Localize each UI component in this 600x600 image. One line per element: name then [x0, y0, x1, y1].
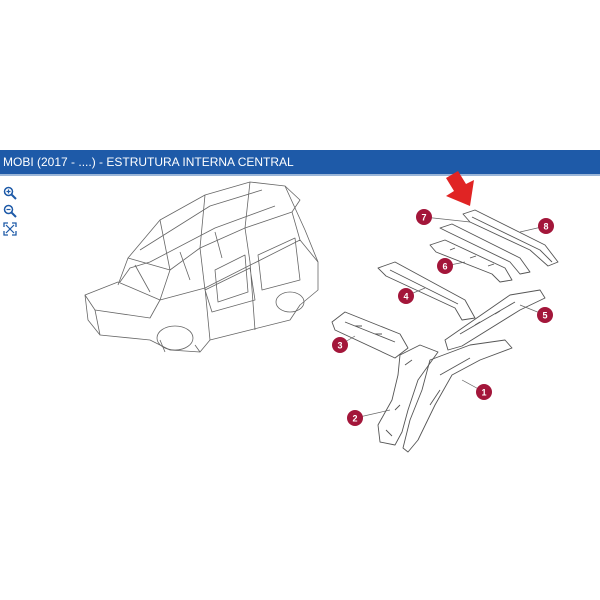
zoom-out-icon[interactable] [3, 204, 19, 220]
callout-4[interactable]: 4 [398, 288, 414, 304]
callout-6-label: 6 [442, 262, 447, 272]
callout-8-label: 8 [543, 222, 548, 232]
callout-5[interactable]: 5 [537, 307, 553, 323]
fit-to-screen-icon[interactable] [3, 222, 19, 238]
part-6-shape [429, 239, 513, 283]
part-1-shape [402, 339, 513, 453]
callout-2[interactable]: 2 [347, 410, 363, 426]
callout-4-label: 4 [403, 292, 408, 302]
car-body-drawing [84, 181, 319, 353]
page-title: MOBI (2017 - ....) - ESTRUTURA INTERNA C… [3, 155, 294, 169]
zoom-toolbar [3, 186, 19, 240]
callout-3-label: 3 [337, 341, 342, 351]
callout-7[interactable]: 7 [416, 209, 432, 225]
highlight-arrow-icon [446, 171, 474, 206]
part-2-shape [377, 344, 439, 446]
part-8-shape [462, 209, 559, 267]
callout-8[interactable]: 8 [538, 218, 554, 234]
callout-1[interactable]: 1 [476, 384, 492, 400]
callout-1-label: 1 [481, 388, 486, 398]
callout-7-label: 7 [421, 213, 426, 223]
parts-drawing [331, 209, 559, 453]
part-5-shape [444, 289, 546, 351]
callout-6[interactable]: 6 [437, 258, 453, 274]
leader-lines [339, 216, 547, 419]
part-3-shape [331, 311, 409, 359]
callout-3[interactable]: 3 [332, 337, 348, 353]
part-7-shape [439, 223, 531, 275]
callout-5-label: 5 [542, 311, 547, 321]
callout-2-label: 2 [352, 414, 357, 424]
zoom-in-icon[interactable] [3, 186, 19, 202]
page-title-bar: MOBI (2017 - ....) - ESTRUTURA INTERNA C… [0, 150, 600, 174]
header-divider [0, 174, 600, 176]
part-4-shape [377, 261, 476, 321]
